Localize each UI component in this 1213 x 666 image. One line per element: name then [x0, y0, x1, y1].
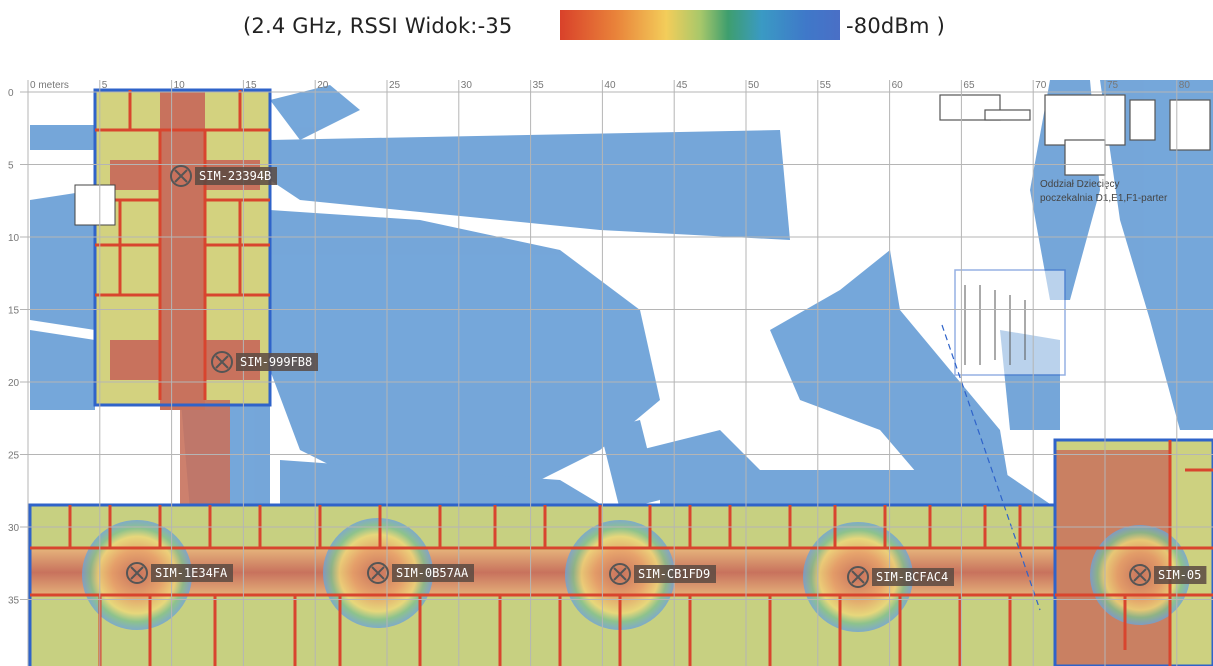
ruler-x-tick: 70	[1035, 80, 1047, 91]
access-point-icon[interactable]	[126, 562, 148, 584]
access-point-label: SIM-999FB8	[240, 355, 312, 369]
access-point-icon[interactable]	[211, 351, 233, 373]
access-point-icon[interactable]	[170, 165, 192, 187]
access-point-marker[interactable]: SIM-0B57AA	[367, 562, 474, 584]
ruler-y-tick: 10	[8, 233, 20, 244]
access-point-label-bg	[236, 353, 318, 371]
ruler-y-tick: 35	[8, 596, 20, 607]
heatmap-floorplan[interactable]: Oddział Dziecięcy poczekalnia D1,E1,F1-p…	[0, 70, 1213, 666]
ruler-x-tick: 40	[604, 80, 616, 91]
access-point-label: SIM-0B57AA	[396, 566, 469, 580]
ruler-x-tick: 50	[748, 80, 760, 91]
ruler-x-tick: 25	[389, 80, 401, 91]
right-building	[1053, 438, 1213, 666]
ruler-x-tick: 30	[461, 80, 473, 91]
access-point-marker[interactable]: SIM-CB1FD9	[609, 563, 716, 585]
ruler-y-tick: 15	[8, 306, 20, 317]
access-point-label: SIM-23394B	[199, 169, 271, 183]
access-point-label-bg	[1154, 566, 1207, 584]
ruler-x-tick: 15	[245, 80, 257, 91]
ruler-y-tick: 20	[8, 378, 20, 389]
access-point-marker[interactable]: SIM-BCFAC4	[847, 566, 954, 588]
access-point-label-bg	[195, 167, 277, 185]
access-point-marker[interactable]: SIM-999FB8	[211, 351, 318, 373]
ruler-x-tick: 20	[317, 80, 329, 91]
ruler-x-tick: 75	[1107, 80, 1119, 91]
ruler-y-tick: 5	[8, 161, 14, 172]
ruler-x-tick: 35	[533, 80, 545, 91]
ruler-y-tick: 0	[8, 88, 14, 99]
ruler-y-axis: 0 5 10 15 20 25 30 35	[8, 88, 20, 607]
access-point-marker[interactable]: SIM-23394B	[170, 165, 277, 187]
region-annotation	[941, 269, 1066, 611]
legend-right-label: -80dBm )	[846, 14, 945, 38]
ruler-x-tick: 80	[1179, 80, 1191, 91]
access-point-label: SIM-BCFAC4	[876, 570, 948, 584]
access-point-label: SIM-CB1FD9	[638, 567, 710, 581]
ruler-x-tick: 60	[892, 80, 904, 91]
ruler-x-tick: 10	[174, 80, 186, 91]
access-point-label-bg	[392, 564, 474, 582]
measurement-grid	[20, 80, 1213, 666]
ruler-y-tick: 25	[8, 451, 20, 462]
access-point-icon[interactable]	[609, 563, 631, 585]
ruler-x-tick: 45	[676, 80, 688, 91]
signal-legend: (2.4 GHz, RSSI Widok:-35 -80dBm )	[0, 0, 1213, 60]
ruler-x-axis: 0 meters 5 10 15 20 25 30 35 40 45 50 55 60 65 70 75 80	[30, 80, 1190, 91]
ruler-y-tick: 30	[8, 523, 20, 534]
ruler-x-tick: 0 meters	[30, 80, 69, 91]
ruler-x-tick: 5	[102, 80, 108, 91]
access-point-label-bg	[872, 568, 954, 586]
room-note-line1: Oddział Dziecięcy	[1040, 179, 1119, 190]
access-point-label: SIM-05	[1158, 568, 1201, 582]
access-point-label: SIM-1E34FA	[155, 566, 228, 580]
ruler-x-tick: 55	[820, 80, 832, 91]
legend-gradient-bar	[560, 10, 840, 40]
access-point-marker[interactable]: SIM-1E34FA	[126, 562, 233, 584]
access-point-icon[interactable]	[1129, 564, 1151, 586]
access-point-icon[interactable]	[847, 566, 869, 588]
access-point-marker[interactable]: SIM-05	[1129, 564, 1207, 586]
room-note-line2: poczekalnia D1,E1,F1-parter	[1040, 193, 1168, 204]
access-point-icon[interactable]	[367, 562, 389, 584]
upper-building	[74, 88, 272, 510]
access-point-label-bg	[634, 565, 716, 583]
ruler-x-tick: 65	[963, 80, 975, 91]
access-point-label-bg	[151, 564, 233, 582]
legend-left-label: (2.4 GHz, RSSI Widok:-35	[243, 14, 513, 38]
